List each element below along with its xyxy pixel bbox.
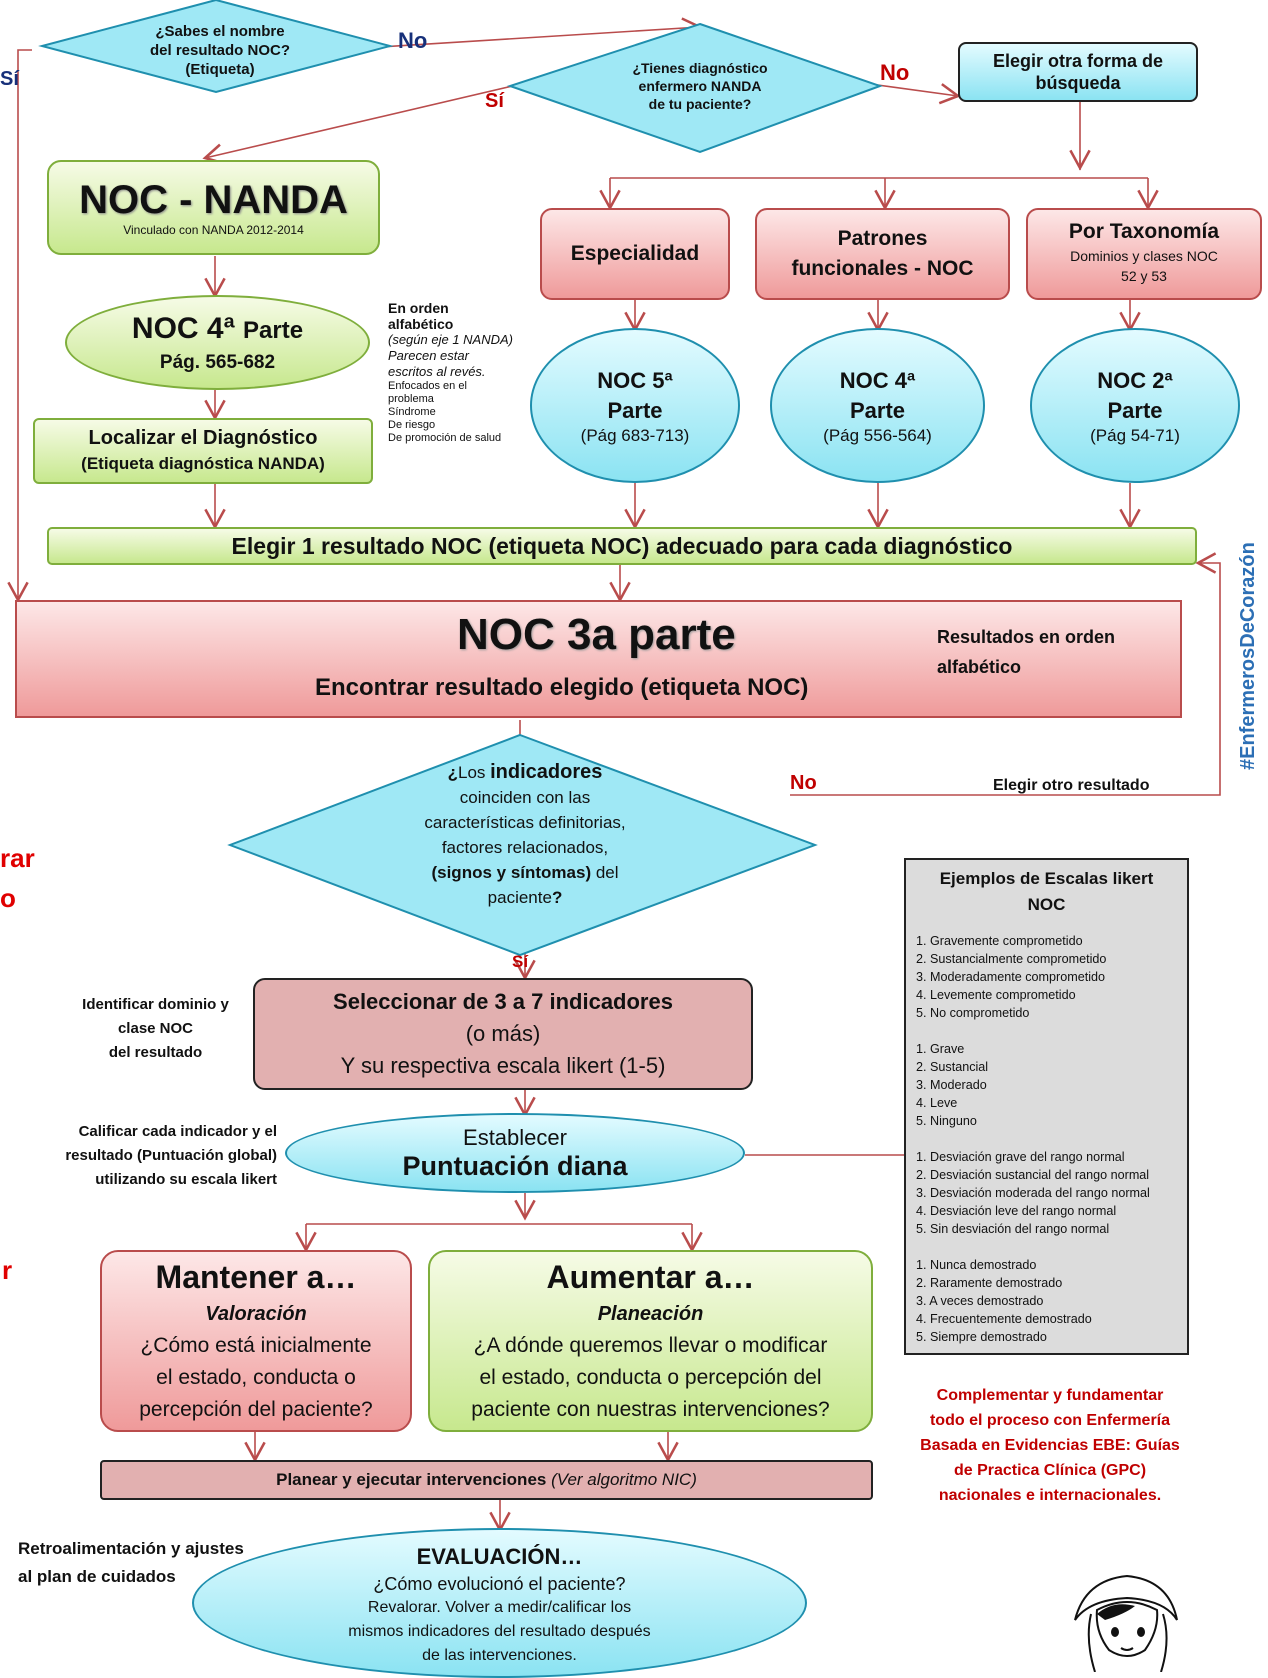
mantener-box: Mantener a… Valoración ¿Cómo está inicia… [100, 1250, 412, 1432]
puntuacion-diana-oval: Establecer Puntuación diana [285, 1113, 745, 1193]
seleccionar-indicadores-box: Seleccionar de 3 a 7 indicadores (o más)… [253, 978, 753, 1090]
likert-scale-group: 1. Grave 2. Sustancial 3. Moderado 4. Leve 5… [916, 1040, 1177, 1130]
noc3-box: NOC 3a parte Encontrar resultado elegido… [15, 600, 1182, 718]
noc-nanda-subtitle: Vinculado con NANDA 2012-2014 [123, 223, 304, 237]
noc5-oval: NOC 5ª Parte (Pág 683-713) [530, 328, 740, 483]
noc-nanda-title: NOC - NANDA [79, 178, 348, 222]
especialidad-box: Especialidad [540, 208, 730, 300]
likert-scale-item: 5. Ninguno [916, 1114, 977, 1128]
orden-alfabetico-note: En orden alfabético (según eje 1 NANDA) … [388, 300, 513, 444]
likert-scale-group: 1. Desviación grave del rango normal 2. D… [916, 1148, 1177, 1238]
decision-diamond-2 [506, 22, 883, 154]
decision-3-text: ¿Los indicadores coinciden con las carac… [424, 761, 626, 907]
likert-examples-box: Ejemplos de Escalas likert NOC 1. Gravem… [904, 858, 1189, 1355]
likert-scale-item: 3. Desviación moderada del rango normal [916, 1186, 1150, 1200]
noc-nanda-box: NOC - NANDA Vinculado con NANDA 2012-201… [47, 160, 380, 255]
label-si-2: Sí [485, 90, 504, 112]
likert-scale-group: 1. Nunca demostrado 2. Raramente demostra… [916, 1256, 1177, 1346]
likert-scale-item: 5. No comprometido [916, 1006, 1030, 1020]
likert-groups: 1. Gravemente comprometido 2. Sustancialm… [916, 932, 1177, 1346]
label-no-3: No [790, 772, 817, 794]
planear-ejecutar-bar: Planear y ejecutar intervenciones (Ver a… [100, 1460, 873, 1500]
hashtag-vertical: #EnfermerosDeCorazón [1237, 542, 1259, 770]
likert-scale-item: 5. Sin desviación del rango normal [916, 1222, 1110, 1236]
noc4-oval: NOC 4ª Parte (Pág 556-564) [770, 328, 985, 483]
noc2-oval: NOC 2ª Parte (Pág 54-71) [1030, 328, 1240, 483]
noc3-subtitle: Encontrar resultado elegido (etiqueta NO… [315, 674, 809, 701]
likert-scale-item: 3. A veces demostrado [916, 1294, 1044, 1308]
likert-scale-item: 2. Desviación sustancial del rango norma… [916, 1168, 1150, 1182]
likert-scale-item: 2. Sustancial [916, 1060, 989, 1074]
likert-scale-group: 1. Gravemente comprometido 2. Sustancialm… [916, 932, 1177, 1022]
likert-scale-item: 1. Desviación grave del rango normal [916, 1150, 1125, 1164]
label-si-3: Sí [512, 952, 529, 971]
elegir-resultado-bar: Elegir 1 resultado NOC (etiqueta NOC) ad… [47, 527, 1197, 565]
likert-scale-item: 4. Levemente comprometido [916, 988, 1076, 1002]
likert-scale-item: 1. Gravemente comprometido [916, 934, 1083, 948]
elegir-otro-resultado: Elegir otro resultado [993, 777, 1150, 794]
likert-scale-item: 5. Siempre demostrado [916, 1330, 1047, 1344]
likert-scale-item: 2. Raramente demostrado [916, 1276, 1063, 1290]
likert-scale-item: 1. Nunca demostrado [916, 1258, 1037, 1272]
nurse-illustration [1074, 1574, 1178, 1672]
evaluacion-oval: EVALUACIÓN… ¿Cómo evolucionó el paciente… [192, 1528, 807, 1678]
aumentar-box: Aumentar a… Planeación ¿A dónde queremos… [428, 1250, 873, 1432]
left-fragment-2: r [2, 1255, 13, 1285]
likert-scale-item: 1. Grave [916, 1042, 965, 1056]
decision-diamond-1 [38, 0, 394, 94]
label-no-1: No [398, 28, 428, 53]
decision-diamond-3 [227, 733, 818, 957]
localizar-diagnostico-box: Localizar el Diagnóstico(Etiqueta diagnó… [33, 418, 373, 484]
likert-scale-item: 3. Moderadamente comprometido [916, 970, 1106, 984]
likert-scale-item: 4. Desviación leve del rango normal [916, 1204, 1117, 1218]
taxonomia-box: Por Taxonomía Dominios y clases NOC 52 y… [1026, 208, 1262, 300]
likert-scale-item: 4. Leve [916, 1096, 958, 1110]
likert-scale-item: 2. Sustancialmente comprometido [916, 952, 1107, 966]
likert-scale-item: 4. Frecuentemente demostrado [916, 1312, 1092, 1326]
likert-scale-item: 3. Moderado [916, 1078, 987, 1092]
label-si-left: Sí [0, 68, 19, 90]
noc3-title: NOC 3a parte [457, 610, 736, 659]
label-no-2: No [880, 60, 910, 85]
noc4-left-oval: NOC 4ª Parte Pág. 565-682 [65, 295, 370, 390]
